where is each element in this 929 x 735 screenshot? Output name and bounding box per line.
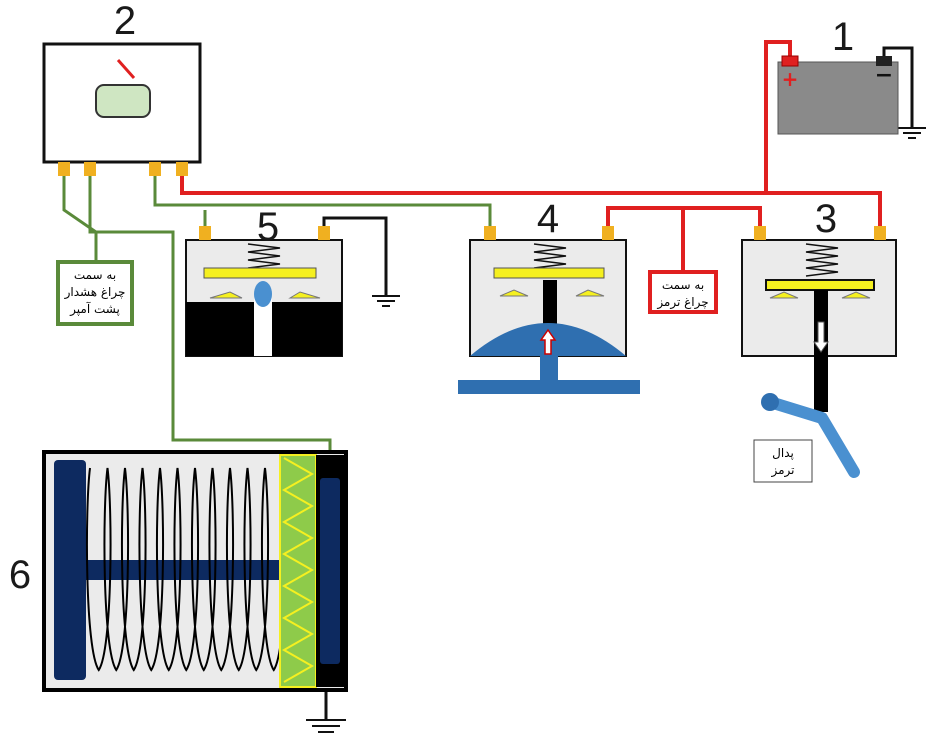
svg-text:چراغ هشدار: چراغ هشدار — [64, 285, 126, 300]
svg-text:به سمت: به سمت — [662, 278, 704, 292]
battery: + − — [777, 55, 899, 135]
terminal — [484, 226, 496, 240]
plunger — [254, 281, 272, 307]
brake-lamp-label: به سمت چراغ ترمز — [648, 270, 718, 314]
contact-bar — [765, 279, 875, 291]
svg-text:به سمت: به سمت — [74, 268, 116, 282]
relay-switch — [42, 42, 202, 176]
label-number-4: 4 — [537, 197, 559, 241]
plus-sign: + — [782, 67, 799, 91]
terminal — [58, 162, 70, 176]
vacuum-switch — [185, 226, 343, 357]
pressure-switch — [458, 226, 640, 394]
brake-pedal-label: پدال ترمز — [753, 439, 813, 483]
label-number-6: 6 — [9, 553, 31, 597]
warning-lamp-label: به سمت چراغ هشدار پشت آمپر — [56, 260, 134, 326]
armature-plate — [320, 478, 340, 664]
svg-text:پشت آمپر: پشت آمپر — [69, 301, 120, 317]
terminal — [84, 162, 96, 176]
coil-spring-icon — [533, 243, 567, 269]
end-plate — [54, 460, 86, 680]
ground-symbol — [306, 719, 346, 733]
relay-coil — [95, 84, 151, 118]
coil-spring-icon — [85, 467, 287, 672]
arrow-up-icon — [539, 328, 557, 355]
arrow-down-icon — [813, 321, 829, 353]
booster-solenoid — [42, 450, 348, 692]
terminal — [149, 162, 161, 176]
svg-text:چراغ ترمز: چراغ ترمز — [656, 295, 708, 310]
negative-terminal — [876, 56, 892, 66]
brake-light-switch — [741, 226, 897, 412]
label-number-5: 5 — [257, 205, 279, 249]
relay-contact — [116, 59, 136, 79]
positive-terminal — [781, 55, 799, 67]
svg-text:ترمز: ترمز — [770, 463, 794, 478]
minus-sign: − — [875, 63, 893, 88]
label-number-1: 1 — [832, 15, 854, 59]
terminal — [176, 162, 188, 176]
label-number-3: 3 — [815, 197, 837, 241]
label-number-2: 2 — [114, 0, 136, 43]
contact-bar — [203, 267, 317, 279]
terminal — [874, 226, 886, 240]
terminal — [754, 226, 766, 240]
core-rod — [84, 560, 324, 580]
terminal — [199, 226, 211, 240]
terminal — [602, 226, 614, 240]
ground-symbol — [898, 127, 926, 139]
coil-spring-icon — [805, 243, 839, 277]
contact-bar — [493, 267, 605, 279]
ground-symbol — [372, 295, 400, 307]
terminal — [318, 226, 330, 240]
coil-spring-icon — [247, 243, 281, 269]
svg-text:پدال: پدال — [772, 446, 794, 460]
brake-pedal — [761, 393, 860, 478]
